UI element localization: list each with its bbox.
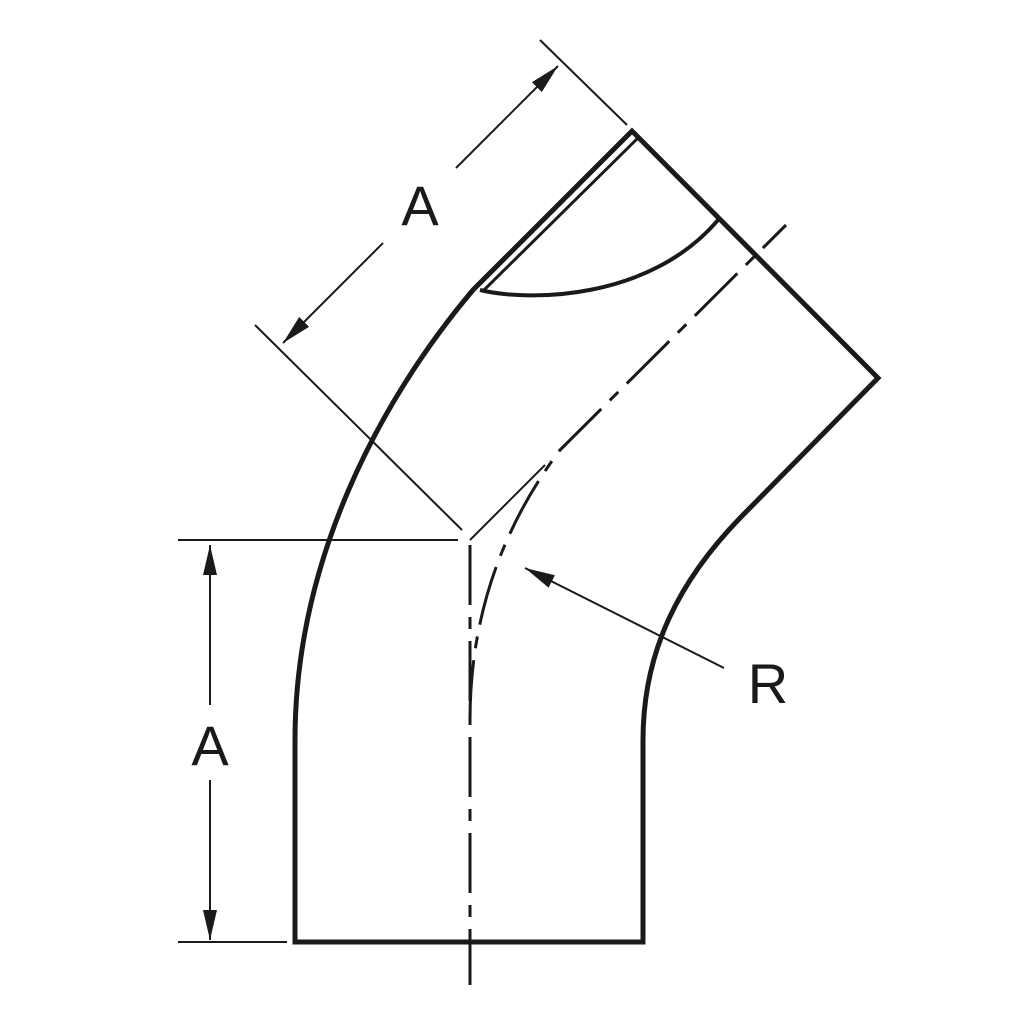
radius-label: R — [748, 652, 788, 715]
hatched-strip — [477, 130, 642, 292]
extension-lines — [178, 39, 628, 943]
dimension-a-vertical-label: A — [191, 714, 229, 777]
radius-leader — [524, 567, 725, 669]
dimension-a-angled-label: A — [401, 174, 439, 237]
end-arc — [479, 218, 720, 298]
dimension-a-angled — [282, 65, 559, 344]
pipe-outline — [292, 127, 882, 945]
centerline — [468, 223, 788, 985]
